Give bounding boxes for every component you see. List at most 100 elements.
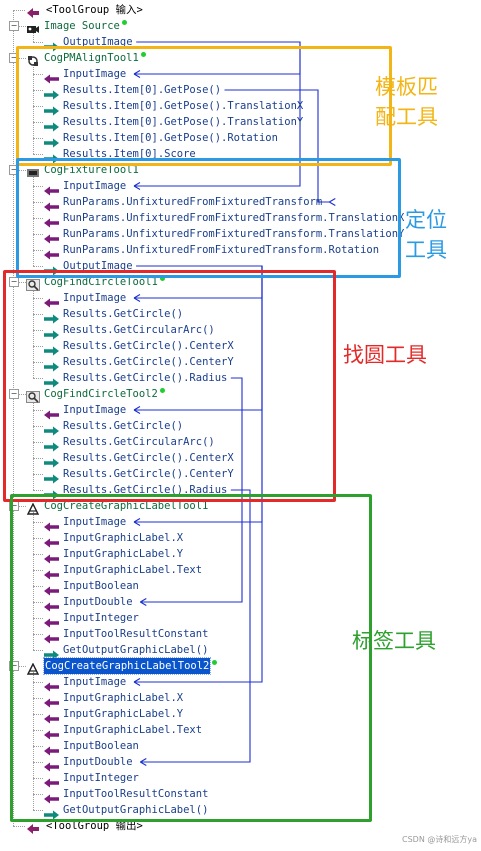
input-terminal-inputgraphiclabel-y[interactable]: InputGraphicLabel.Y — [63, 706, 183, 722]
input-terminal-inputgraphiclabel-text[interactable]: InputGraphicLabel.Text — [63, 562, 202, 578]
input-arrow-icon — [44, 794, 59, 804]
fixture-icon-part — [29, 171, 37, 175]
output-terminal-results-getcircle-radius[interactable]: Results.GetCircle().Radius — [63, 482, 227, 498]
tool-group-node[interactable]: <ToolGroup 输出> — [46, 818, 143, 834]
box-template-match — [16, 46, 392, 166]
output-terminal-results-item-0-getpose-rotation[interactable]: Results.Item[0].GetPose().Rotation — [63, 130, 278, 146]
output-arrow-icon — [44, 325, 59, 340]
input-arrow-icon — [44, 250, 59, 260]
tree-branch — [33, 618, 43, 619]
input-terminal-inputgraphiclabel-text[interactable]: InputGraphicLabel.Text — [63, 722, 202, 738]
input-arrow-icon — [44, 714, 59, 724]
output-terminal-outputimage[interactable]: OutputImage — [63, 34, 133, 50]
tree-branch — [33, 474, 43, 475]
input-arrow-shape — [44, 698, 59, 708]
link-radius1-to-double-arrowhead — [140, 598, 147, 606]
input-terminal-inputgraphiclabel-x[interactable]: InputGraphicLabel.X — [63, 530, 183, 546]
input-terminal-inputimage[interactable]: InputImage — [63, 514, 126, 530]
tool-name: CogFindCircleTool2 — [44, 388, 158, 400]
terminal-name: Results.GetCircularArc() — [63, 324, 215, 336]
output-terminal-getoutputgraphiclabel[interactable]: GetOutputGraphicLabel() — [63, 802, 208, 818]
input-terminal-inputimage[interactable]: InputImage — [63, 674, 126, 690]
output-arrow-icon — [44, 426, 59, 436]
tool-node-cogfindcircletool2[interactable]: CogFindCircleTool2 — [44, 386, 165, 402]
input-terminal-inputimage[interactable]: InputImage — [63, 402, 126, 418]
terminal-name: InputGraphicLabel.Y — [63, 708, 184, 720]
tree-branch — [18, 170, 26, 171]
input-terminal-inputdouble[interactable]: InputDouble — [63, 594, 133, 610]
input-terminal-runparams-unfixturedfromfixturedtransform-rotation[interactable]: RunParams.UnfixturedFromFixturedTransfor… — [63, 242, 379, 258]
input-terminal-inputboolean[interactable]: InputBoolean — [63, 738, 139, 754]
output-terminal-results-getcircle[interactable]: Results.GetCircle() — [63, 418, 183, 434]
output-terminal-results-getcircle[interactable]: Results.GetCircle() — [63, 306, 183, 322]
input-terminal-inputtoolresultconstant[interactable]: InputToolResultConstant — [63, 786, 208, 802]
tool-node-image-source[interactable]: Image Source — [44, 18, 127, 34]
input-terminal-inputgraphiclabel-x[interactable]: InputGraphicLabel.X — [63, 690, 183, 706]
status-dot-icon — [159, 388, 165, 393]
input-arrow-icon — [44, 213, 59, 228]
tree-line-children — [33, 64, 34, 154]
input-arrow-icon — [44, 549, 59, 564]
input-arrow-icon — [44, 762, 59, 772]
output-terminal-results-getcircle-radius[interactable]: Results.GetCircle().Radius — [63, 370, 227, 386]
output-arrow-icon — [44, 85, 59, 100]
terminal-name: RunParams.UnfixturedFromFixturedTransfor… — [63, 244, 380, 256]
tool-node-cogfixturetool1[interactable]: CogFixtureTool1 — [44, 162, 139, 178]
input-terminal-runparams-unfixturedfromfixturedtransform[interactable]: RunParams.UnfixturedFromFixturedTransfor… — [63, 194, 322, 210]
input-terminal-inputinteger[interactable]: InputInteger — [63, 610, 139, 626]
input-terminal-inputgraphiclabel-y[interactable]: InputGraphicLabel.Y — [63, 546, 183, 562]
tree-branch — [13, 10, 25, 11]
output-terminal-getoutputgraphiclabel[interactable]: GetOutputGraphicLabel() — [63, 642, 208, 658]
input-arrow-icon — [44, 74, 59, 84]
input-terminal-inputimage[interactable]: InputImage — [63, 66, 126, 82]
output-terminal-results-getcircle-centery[interactable]: Results.GetCircle().CenterY — [63, 354, 234, 370]
tool-node-cogcreategraphiclabeltool2[interactable]: CogCreateGraphicLabelTool2 — [42, 657, 218, 675]
link-fixture-to-label2-line — [134, 265, 263, 683]
tree-branch — [33, 682, 43, 683]
input-terminal-runparams-unfixturedfromfixturedtransform-translationx[interactable]: RunParams.UnfixturedFromFixturedTransfor… — [63, 210, 404, 226]
input-terminal-inputimage[interactable]: InputImage — [63, 290, 126, 306]
input-terminal-inputtoolresultconstant[interactable]: InputToolResultConstant — [63, 626, 208, 642]
link-pose-to-fixture-line — [224, 89, 330, 203]
findcircle-icon — [26, 388, 40, 403]
input-arrow-icon — [44, 741, 59, 756]
terminal-name: Results.GetCircle().Radius — [63, 484, 228, 496]
input-arrow-icon — [44, 597, 59, 612]
output-arrow-icon — [44, 138, 59, 148]
output-arrow-icon — [44, 421, 59, 436]
input-terminal-runparams-unfixturedfromfixturedtransform-translationy[interactable]: RunParams.UnfixturedFromFixturedTransfor… — [63, 226, 404, 242]
terminal-name: Results.GetCircle().CenterY — [63, 468, 234, 480]
input-arrow-icon — [44, 405, 59, 420]
tool-name: CogFindCircleTool1 — [44, 276, 158, 288]
terminal-name: Results.GetCircle().CenterY — [63, 356, 234, 368]
terminal-name: InputGraphicLabel.X — [63, 532, 184, 544]
input-arrow-shape — [44, 522, 59, 532]
input-terminal-inputinteger[interactable]: InputInteger — [63, 770, 139, 786]
output-arrow-icon — [44, 453, 59, 468]
output-terminal-results-item-0-score[interactable]: Results.Item[0].Score — [63, 146, 196, 162]
output-arrow-icon — [44, 101, 59, 116]
tool-node-cogpmaligntool1[interactable]: CogPMAlignTool1 — [44, 50, 146, 66]
output-terminal-outputimage[interactable]: OutputImage — [63, 258, 133, 274]
input-terminal-inputimage[interactable]: InputImage — [63, 178, 126, 194]
output-terminal-results-getcirculararc[interactable]: Results.GetCircularArc() — [63, 434, 215, 450]
input-arrow-icon — [44, 613, 59, 628]
output-terminal-results-item-0-getpose[interactable]: Results.Item[0].GetPose() — [63, 82, 221, 98]
output-terminal-results-getcircle-centery[interactable]: Results.GetCircle().CenterY — [63, 466, 234, 482]
tool-node-cogcreategraphiclabeltool1[interactable]: CogCreateGraphicLabelTool1 — [44, 498, 208, 514]
tool-group-node[interactable]: <ToolGroup 输入> — [46, 2, 143, 18]
output-arrow-icon — [44, 373, 59, 388]
input-terminal-inputboolean[interactable]: InputBoolean — [63, 578, 139, 594]
output-terminal-results-getcircle-centerx[interactable]: Results.GetCircle().CenterX — [63, 450, 234, 466]
output-terminal-results-item-0-getpose-translationy[interactable]: Results.Item[0].GetPose().TranslationY — [63, 114, 303, 130]
input-terminal-inputdouble[interactable]: InputDouble — [63, 754, 133, 770]
tool-node-cogfindcircletool1[interactable]: CogFindCircleTool1 — [44, 274, 165, 290]
output-terminal-results-getcircle-centerx[interactable]: Results.GetCircle().CenterX — [63, 338, 234, 354]
input-arrow-icon — [44, 538, 59, 548]
tree-branch — [33, 330, 43, 331]
tree-branch — [33, 426, 43, 427]
link-radius2-to-double-arrowhead — [140, 758, 147, 766]
output-terminal-results-getcirculararc[interactable]: Results.GetCircularArc() — [63, 322, 215, 338]
output-terminal-results-item-0-getpose-translationx[interactable]: Results.Item[0].GetPose().TranslationX — [63, 98, 303, 114]
